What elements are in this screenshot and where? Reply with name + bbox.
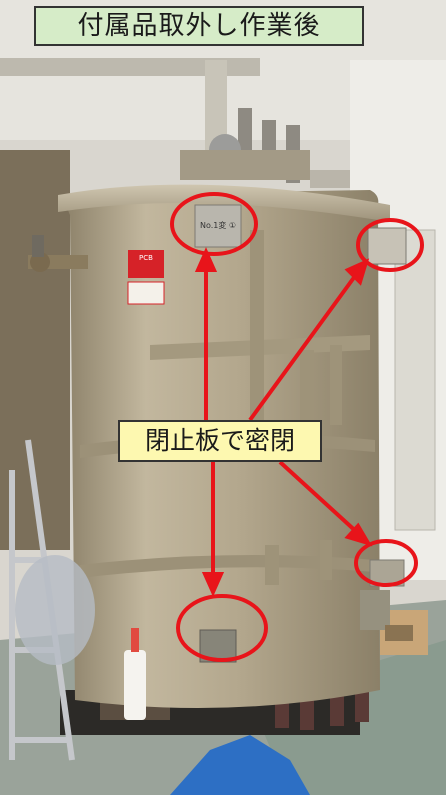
blind-plate-right [367, 227, 407, 265]
pcb-warning-sign [128, 250, 164, 278]
circle-bottom [176, 594, 268, 662]
blue-sheet [170, 735, 310, 795]
arrow-up-head [194, 247, 218, 272]
arrow-up-right-head [344, 258, 370, 286]
circle-right [356, 218, 424, 272]
annotation-circles [170, 192, 424, 662]
tank-top-plate [58, 184, 390, 222]
brass-fitting [385, 625, 413, 641]
pcb-warning-text: PCB [139, 254, 153, 262]
valve-left [28, 235, 88, 272]
callout-label: 閉止板で密閉 [118, 420, 322, 462]
pcb-info-sign [127, 281, 165, 305]
bushings [180, 108, 350, 188]
wall-panel [394, 229, 436, 531]
ceiling-column [205, 60, 227, 150]
arrow-down-right-head [344, 522, 373, 547]
bottle-cap [131, 628, 139, 652]
circle-lower-right [354, 539, 418, 587]
photo-title-label: 付属品取外し作業後 [34, 6, 364, 46]
circle-top [170, 192, 258, 256]
tank-band [80, 555, 375, 578]
arrow-down-right [278, 460, 362, 537]
annotation-arrows [194, 247, 373, 597]
blind-plate-top [194, 204, 242, 248]
lower-fitting [360, 590, 390, 630]
tank-ribs [250, 230, 342, 585]
arrow-up-right [248, 270, 360, 422]
nameplate-text: No.1変 ① [200, 220, 236, 230]
plastic-bag [15, 555, 95, 665]
ceiling-beam [0, 58, 260, 76]
arrow-down-head [201, 572, 225, 597]
bottle [124, 650, 146, 720]
